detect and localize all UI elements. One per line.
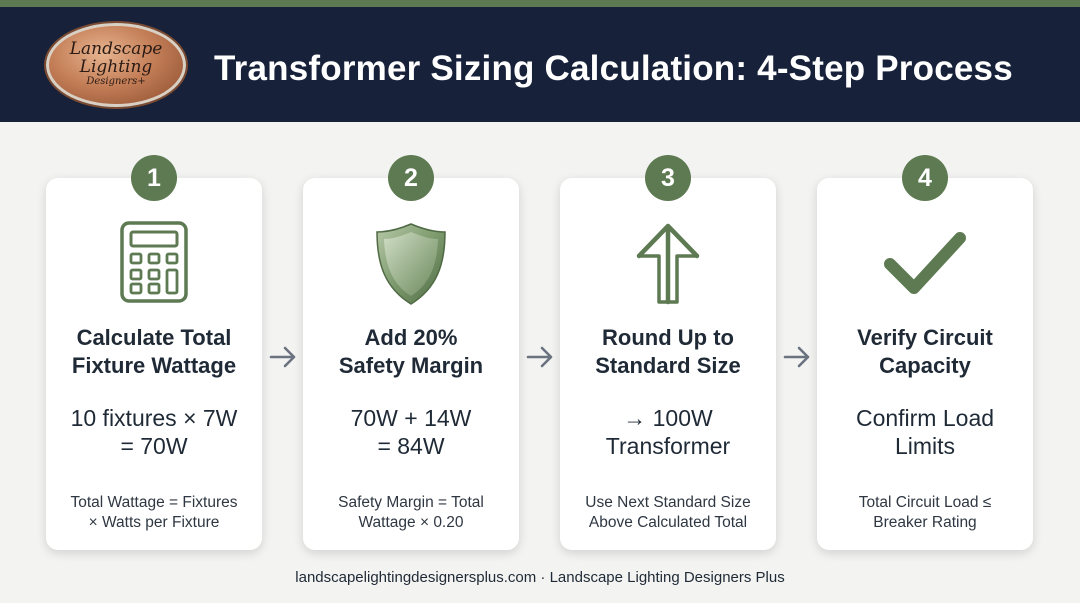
footer-text: landscapelightingdesignersplus.com · Lan…: [295, 569, 785, 586]
arrow-right-icon: [269, 346, 296, 368]
step-number-badge: 1: [131, 155, 177, 201]
step-formula-line2: × Watts per Fixture: [88, 514, 220, 531]
shield-icon: [373, 222, 449, 311]
step-title: Add 20% Safety Margin: [303, 324, 519, 380]
step-formula-line2: Breaker Rating: [873, 514, 977, 531]
step-calc-line1: 10 fixtures × 7W: [70, 405, 238, 431]
step-calc-line2: Limits: [894, 433, 956, 459]
step-calc-line2: = 84W: [377, 433, 445, 459]
step-calc-line2: = 70W: [120, 433, 188, 459]
step-formula-line1: Safety Margin = Total: [338, 494, 484, 511]
arrow-up-icon: [633, 222, 703, 311]
step-card-4: Verify Circuit Capacity Confirm Load Lim…: [817, 178, 1033, 550]
step-title-line1: Calculate Total: [76, 325, 232, 350]
step-title: Round Up to Standard Size: [560, 324, 776, 380]
step-formula-line1: Total Circuit Load ≤: [858, 494, 992, 511]
company-logo: Landscape Lighting Designers+: [46, 23, 186, 107]
page-title: Transformer Sizing Calculation: 4-Step P…: [214, 49, 1013, 88]
step-card-3: Round Up to Standard Size → 100W Transfo…: [560, 178, 776, 550]
arrow-right-icon: [526, 346, 553, 368]
step-calc-line1: Confirm Load: [855, 405, 995, 431]
step-title-line2: Fixture Wattage: [71, 353, 237, 378]
step-formula: Safety Margin = Total Wattage × 0.20: [303, 493, 519, 533]
step-title: Verify Circuit Capacity: [817, 324, 1033, 380]
step-title-line2: Safety Margin: [338, 353, 484, 378]
step-formula-line1: Use Next Standard Size: [585, 494, 751, 511]
logo-text-line1: Landscape: [69, 39, 163, 59]
top-accent-stripe: [0, 0, 1080, 7]
step-calculation: → 100W Transformer: [560, 404, 776, 460]
header-banner: Landscape Lighting Designers+ Transforme…: [0, 7, 1080, 122]
checkmark-icon: [882, 230, 968, 301]
arrow-right-icon: [783, 346, 810, 368]
logo-text-line3: Designers+: [86, 76, 146, 87]
step-calc-line2: Transformer: [605, 433, 731, 459]
step-formula: Use Next Standard Size Above Calculated …: [560, 493, 776, 533]
logo-text-line2: Lighting: [79, 57, 153, 77]
step-title-line1: Add 20%: [364, 325, 458, 350]
step-formula-line2: Wattage × 0.20: [358, 514, 464, 531]
step-number-badge: 2: [388, 155, 434, 201]
step-calculation: 70W + 14W = 84W: [303, 404, 519, 460]
step-card-2: Add 20% Safety Margin 70W + 14W = 84W Sa…: [303, 178, 519, 550]
step-title: Calculate Total Fixture Wattage: [46, 324, 262, 380]
step-calculation: 10 fixtures × 7W = 70W: [46, 404, 262, 460]
step-number-badge: 4: [902, 155, 948, 201]
step-formula: Total Circuit Load ≤ Breaker Rating: [817, 493, 1033, 533]
calculator-icon: [119, 220, 189, 309]
step-calculation: Confirm Load Limits: [817, 404, 1033, 460]
step-calc-line1: 70W + 14W: [350, 405, 472, 431]
step-formula: Total Wattage = Fixtures × Watts per Fix…: [46, 493, 262, 533]
step-formula-line1: Total Wattage = Fixtures: [70, 494, 238, 511]
step-calc-line1: → 100W: [623, 405, 713, 431]
step-formula-line2: Above Calculated Total: [588, 514, 748, 531]
step-title-line2: Capacity: [879, 353, 971, 378]
step-card-1: Calculate Total Fixture Wattage 10 fixtu…: [46, 178, 262, 550]
step-title-line1: Verify Circuit: [857, 325, 993, 350]
step-title-line2: Standard Size: [595, 353, 741, 378]
step-number-badge: 3: [645, 155, 691, 201]
step-title-line1: Round Up to: [602, 325, 734, 350]
